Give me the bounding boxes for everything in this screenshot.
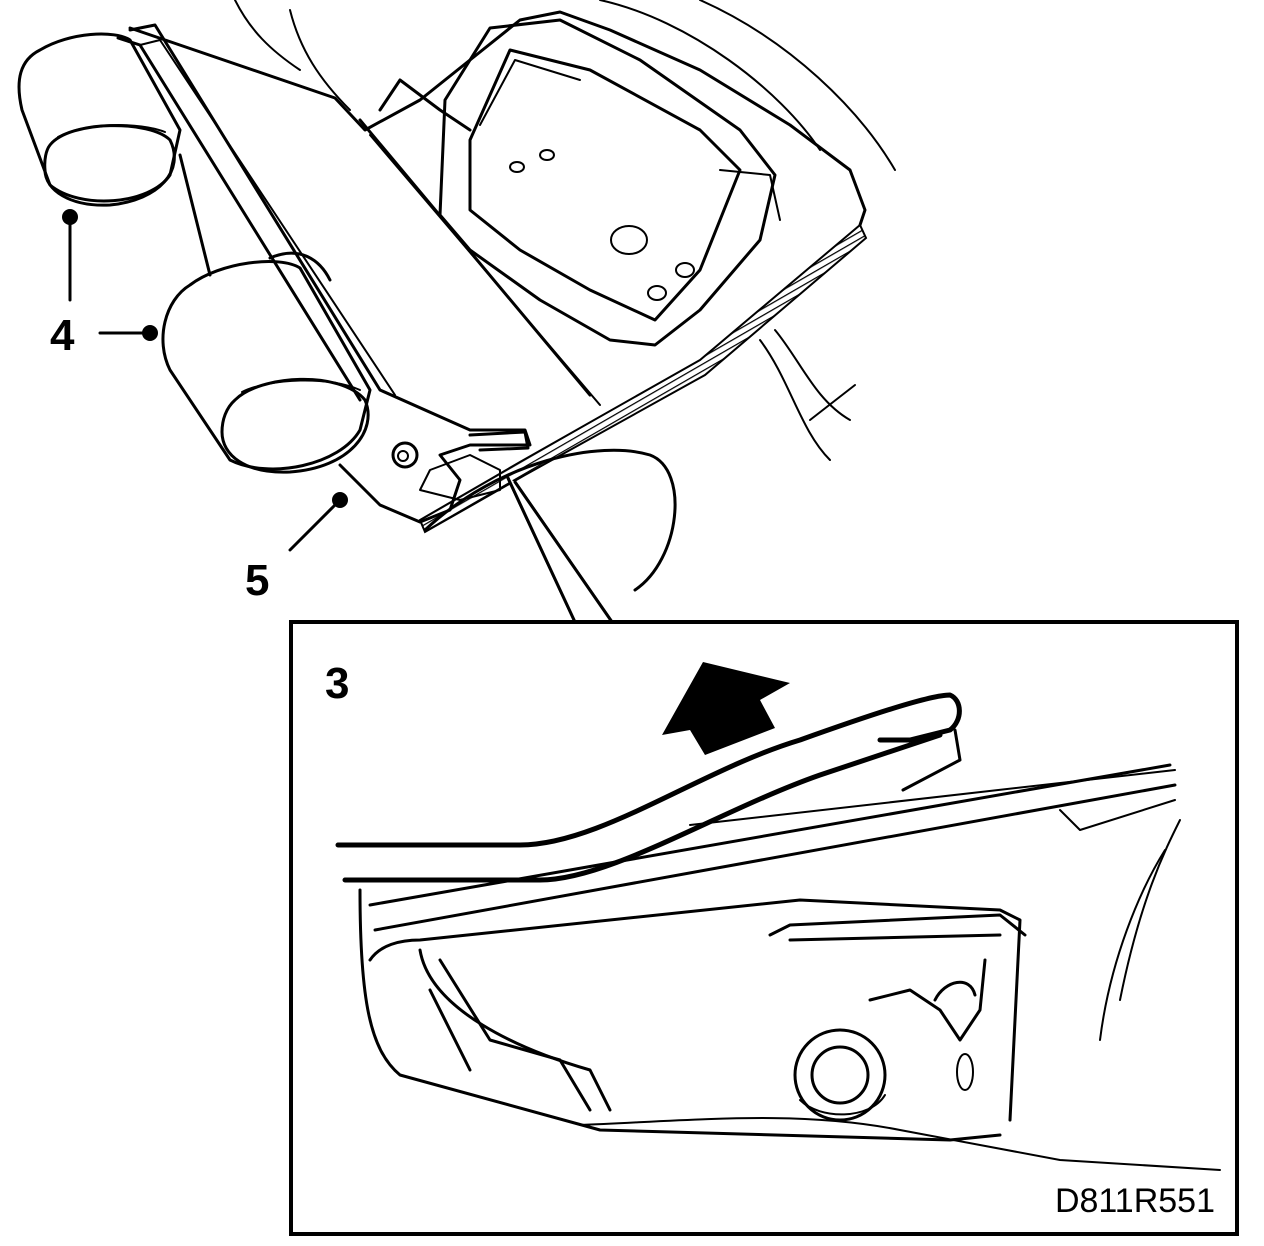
lift-arrow-icon [662,662,790,755]
detail-pointer [506,476,614,624]
bumper-section [418,223,868,592]
vehicle-underbody [128,0,896,461]
leader-dot-4a [62,209,78,225]
figure-code: D811R551 [1055,1182,1215,1220]
tailpipe-lower [161,260,372,474]
detail-inset: 3 [289,620,1239,1236]
tailpipe-upper [17,32,182,207]
callout-3: 3 [325,659,349,708]
leader-dot-5 [332,492,348,508]
bolt-icon [793,1028,887,1122]
rubber-clip [335,692,962,883]
rear-silencer [116,23,532,524]
callout-5: 5 [245,556,269,605]
leader-dot-4b [142,325,158,341]
callout-4: 4 [50,311,75,360]
leader-lines [62,209,348,552]
